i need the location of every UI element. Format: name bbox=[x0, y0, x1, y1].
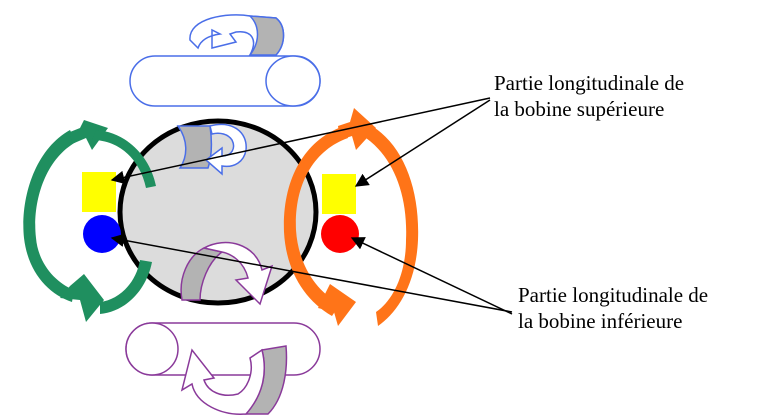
core-circle bbox=[117, 118, 319, 306]
lower-coil-end bbox=[125, 322, 179, 376]
upper-coil-label-line2: la bobine supérieure bbox=[494, 97, 665, 121]
upper-pointer-line-right bbox=[354, 99, 491, 187]
right-coil-right-arc bbox=[366, 126, 419, 326]
lower-pointer-line-left bbox=[110, 233, 513, 313]
lower-coil-label: Partie longitudinale de la bobine inféri… bbox=[518, 282, 708, 334]
lower-curl-inner-arrow-icon bbox=[201, 241, 274, 306]
right-upper-conductor-square bbox=[322, 174, 356, 214]
upper-pointer-line-left bbox=[110, 97, 491, 185]
left-coil-top-arrowhead-icon bbox=[70, 120, 108, 150]
lower-coil-label-line1: Partie longitudinale de bbox=[518, 283, 709, 307]
left-coil-bottom-arrowhead-icon bbox=[60, 274, 104, 322]
upper-curl-arrow-front-icon bbox=[204, 123, 247, 176]
upper-coil-label: Partie longitudinale de la bobine supéri… bbox=[494, 70, 684, 122]
left-coil-inner-arc bbox=[92, 130, 156, 188]
left-coil bbox=[23, 120, 156, 322]
right-coil bbox=[283, 108, 419, 326]
upper-coil-label-line1: Partie longitudinale de bbox=[494, 71, 685, 95]
right-coil-top-arrowhead-icon bbox=[338, 108, 376, 150]
upper-coil bbox=[129, 14, 321, 176]
lower-coil bbox=[125, 241, 321, 415]
left-coil-outer-arc bbox=[23, 130, 76, 302]
right-coil-bottom-arrowhead-icon bbox=[318, 284, 356, 326]
lower-pointer-line-right bbox=[350, 237, 513, 315]
left-lower-conductor-dot bbox=[83, 215, 121, 253]
lower-curl-arrow-icon bbox=[180, 348, 265, 415]
left-coil-right-arc bbox=[100, 260, 152, 314]
lower-coil-label-line2: la bobine inférieure bbox=[518, 309, 683, 333]
upper-curl-arrow-inner-icon bbox=[176, 125, 213, 169]
right-lower-conductor-dot bbox=[321, 215, 359, 253]
right-coil-left-arc bbox=[283, 126, 348, 316]
upper-coil-end bbox=[265, 55, 321, 107]
upper-curl-shade bbox=[248, 15, 285, 56]
left-upper-conductor-square bbox=[82, 172, 116, 212]
